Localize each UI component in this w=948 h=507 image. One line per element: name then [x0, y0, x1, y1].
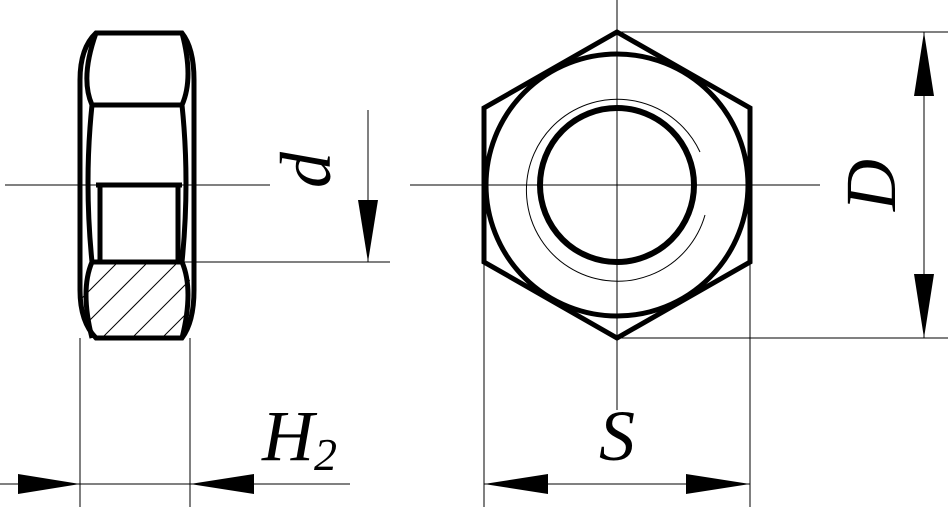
label-d: d [266, 151, 346, 188]
label-h2-main: H [261, 396, 318, 476]
S-dimension [483, 262, 751, 507]
side-view-top-face [84, 32, 191, 108]
d-arrow [358, 200, 378, 262]
S-arrow-right [686, 474, 750, 494]
h2-arrow-left [18, 474, 80, 494]
D-arrow-bottom [914, 274, 934, 338]
label-D: D [831, 159, 911, 212]
D-arrow-top [914, 32, 934, 96]
S-arrow-left [484, 474, 548, 494]
front-view [410, 0, 820, 410]
label-h2-subscript: 2 [314, 429, 337, 480]
side-view [5, 30, 270, 341]
D-dimension [617, 31, 948, 339]
h2-arrow-right [190, 474, 254, 494]
side-view-middle-face [85, 104, 189, 263]
side-view-hatching [80, 262, 194, 338]
d-dimension [182, 110, 390, 263]
label-h2: H2 [261, 396, 337, 480]
h2-dimension [0, 338, 350, 507]
thread-arc [525, 98, 706, 282]
label-S: S [599, 396, 635, 476]
side-view-bottom-face [83, 261, 191, 339]
